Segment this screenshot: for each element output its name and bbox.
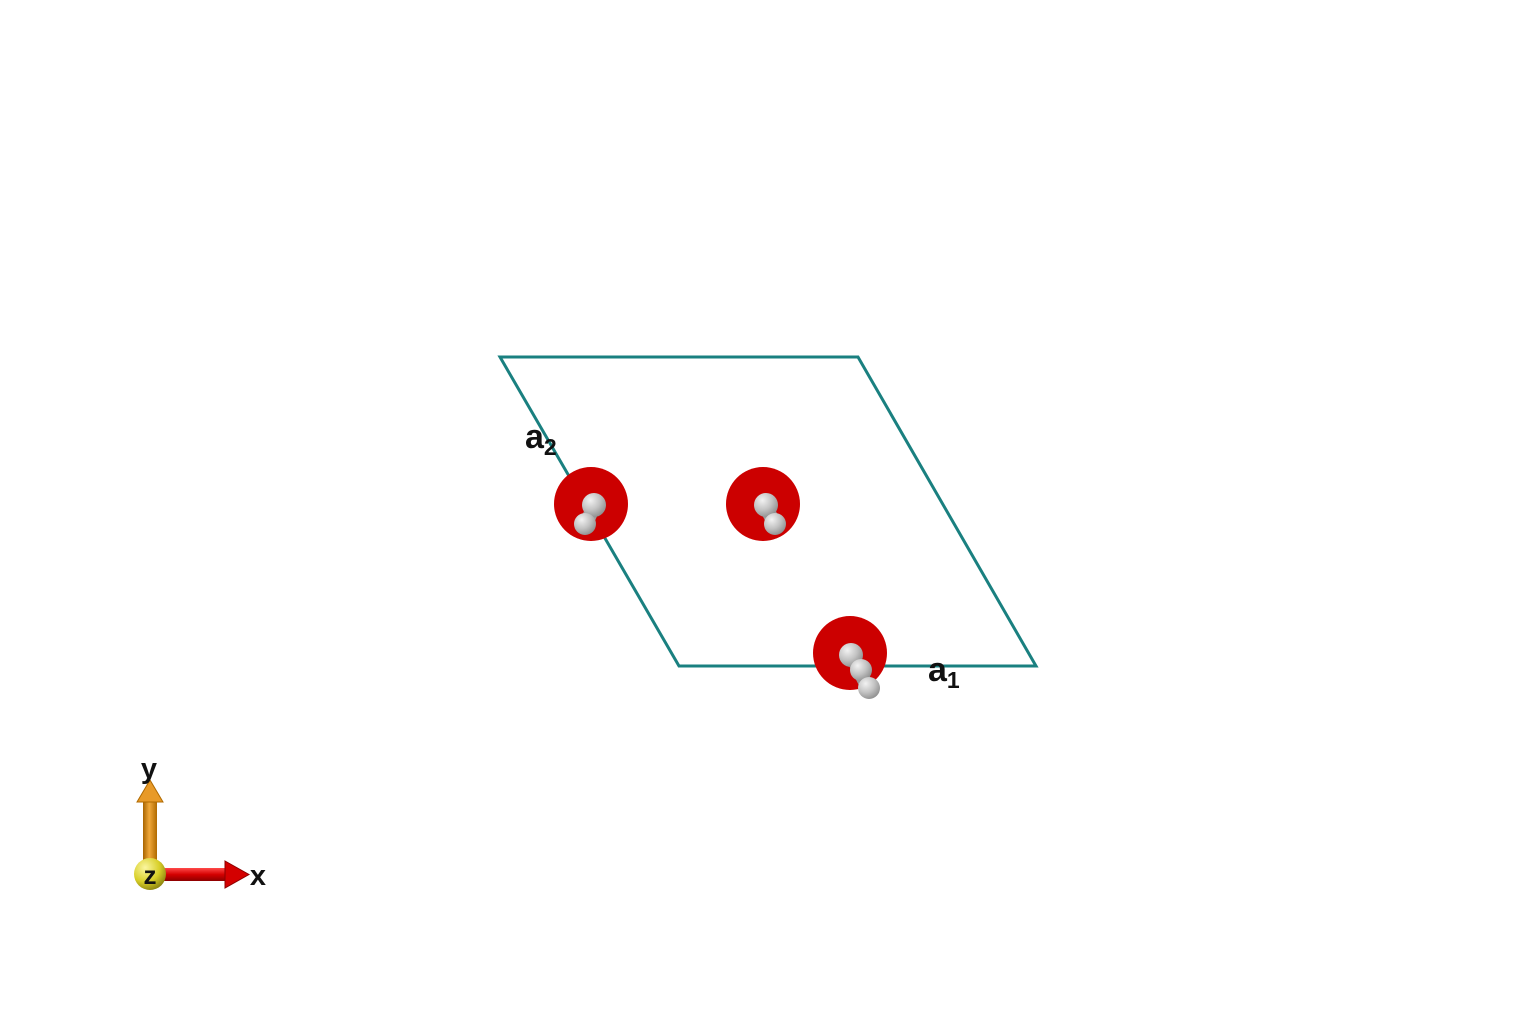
a1-subscript: 1: [947, 667, 960, 693]
atom-2: [726, 467, 800, 541]
grey-molecule-3: [839, 643, 880, 699]
axis-triad: y x z: [134, 753, 266, 892]
y-axis-arrow: [136, 779, 164, 872]
y-axis-label: y: [141, 753, 157, 785]
a2-subscript: 2: [544, 434, 557, 460]
unit-cell-outline: [497, 355, 1039, 668]
a2-letter: a: [525, 418, 545, 456]
z-axis-ball: [134, 858, 166, 890]
z-axis-label: z: [144, 860, 157, 890]
lattice-vector-a2-label: a2: [525, 418, 557, 460]
x-axis-arrow: [155, 860, 251, 889]
lattice-vector-a1-label: a1: [928, 651, 960, 693]
grey-molecule-2: [754, 493, 786, 535]
a1-letter: a: [928, 651, 948, 689]
x-axis-label: x: [250, 860, 266, 892]
atom-1: [554, 467, 628, 541]
grey-molecule-1: [574, 493, 606, 535]
atom-3: [813, 616, 887, 699]
